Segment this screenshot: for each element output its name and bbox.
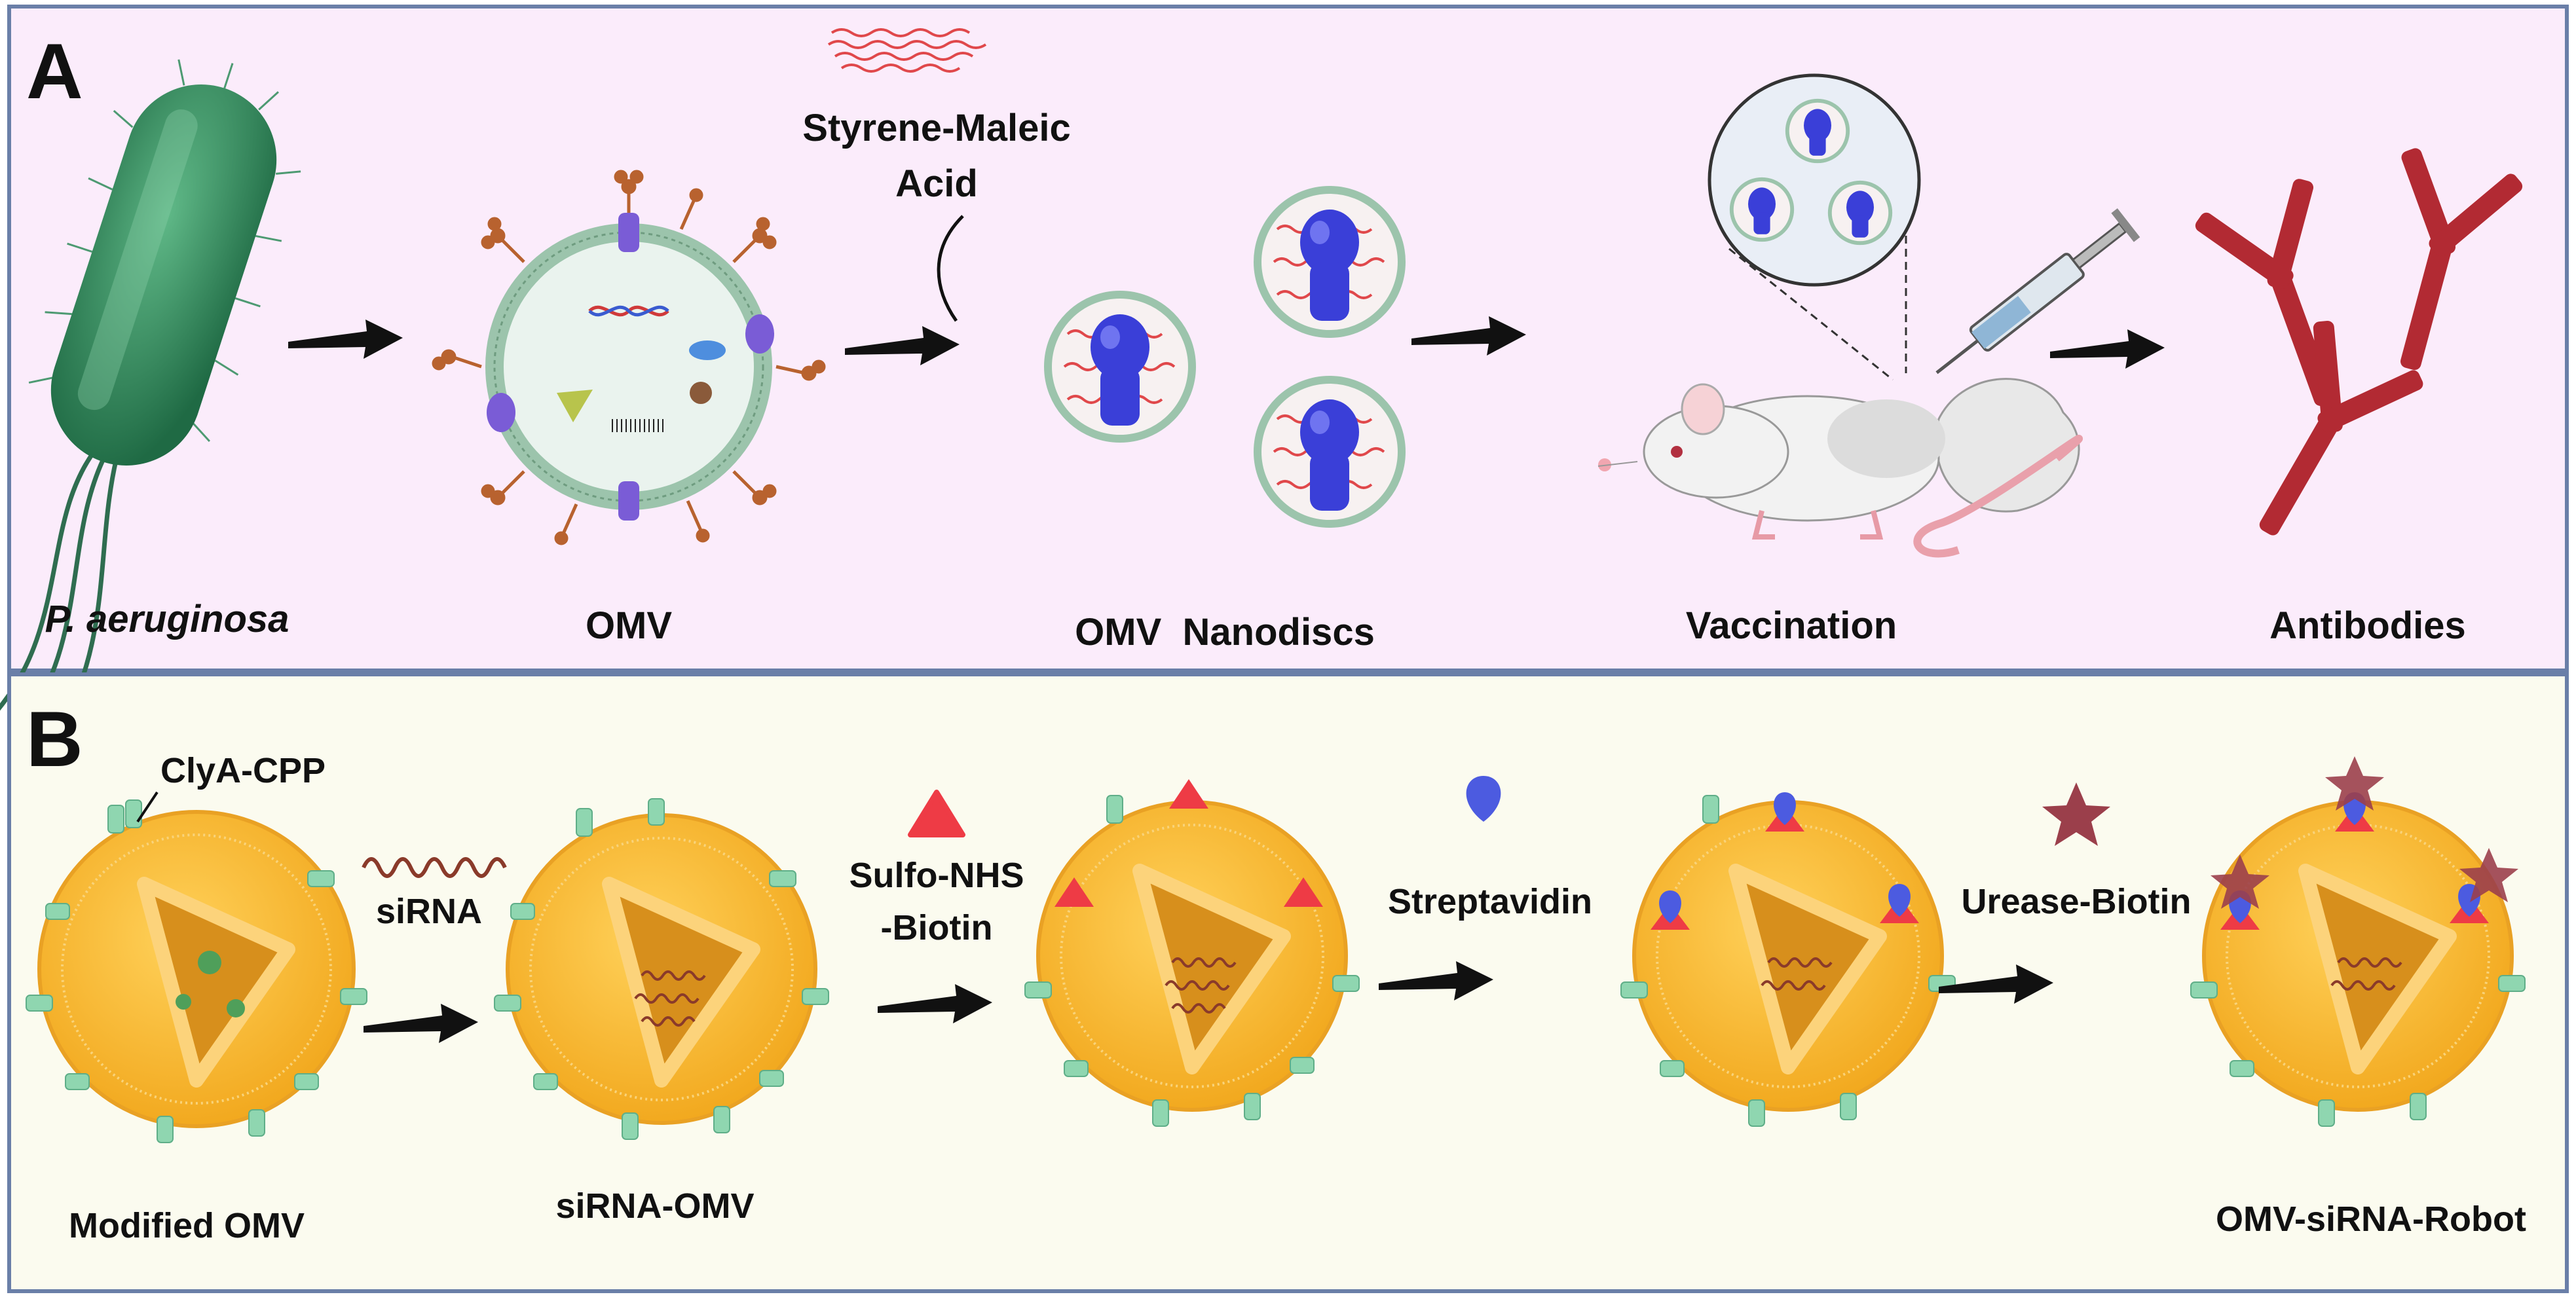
reagent-label-biotin-line1: Sulfo-NHS <box>849 856 1024 895</box>
stage-label-sirna-omv: siRNA-OMV <box>555 1186 754 1226</box>
biotin-omv-icon <box>1024 779 1360 1127</box>
syringe-icon <box>1935 208 2140 375</box>
panel-a-letter: A <box>26 27 83 115</box>
lps-chains <box>432 170 826 545</box>
modified-omv-icon <box>26 799 367 1143</box>
red-star-icon <box>2042 782 2110 846</box>
nanodisc-icon <box>1044 186 1406 528</box>
antibody-icon <box>2195 148 2523 536</box>
blue-drop-icon <box>1466 776 1501 822</box>
stage-label-modified-omv: Modified OMV <box>69 1206 305 1245</box>
reagent-label-streptavidin: Streptavidin <box>1388 882 1592 921</box>
mouse-icon <box>1597 378 2083 558</box>
reagent-label-sma-line2: Acid <box>895 162 978 205</box>
reagent-label-biotin-line2: -Biotin <box>881 908 993 947</box>
stage-label-omv: OMV <box>586 604 672 647</box>
stage-label-nanodiscs: OMV Nanodiscs <box>1075 611 1375 653</box>
sirna-omv-icon <box>494 798 829 1140</box>
stage-label-bacterium: P. aeruginosa <box>45 598 289 640</box>
clya-pointer-line <box>136 791 159 823</box>
clya-cpp-label: ClyA-CPP <box>160 751 326 790</box>
streptavidin-omv-icon <box>1620 792 1956 1127</box>
omv-icon <box>432 170 826 545</box>
reagent-label-sma-line1: Styrene-Maleic <box>802 107 1070 149</box>
panel-b: B ClyA-CPP Modified OMV siRNA <box>7 672 2569 1293</box>
stage-label-antibodies: Antibodies <box>2269 604 2466 647</box>
dna-barcode <box>612 419 663 432</box>
sirna-wave-icon <box>362 857 507 878</box>
reagent-pointer-line <box>937 215 964 322</box>
sma-polymer-icon <box>827 28 987 73</box>
reagent-label-urease-biotin: Urease-Biotin <box>1961 882 2191 921</box>
stage-label-vaccination: Vaccination <box>1686 604 1897 647</box>
panel-a: A P. aeruginosa <box>0 5 2569 737</box>
omv-sirna-robot-icon <box>2190 756 2526 1127</box>
red-triangle-icon <box>908 790 965 837</box>
panel-b-letter: B <box>26 695 83 783</box>
reagent-label-sirna: siRNA <box>376 892 482 931</box>
stage-label-omv-sirna-robot: OMV-siRNA-Robot <box>2216 1200 2526 1239</box>
mouse-syringe-icon <box>1597 73 2140 558</box>
